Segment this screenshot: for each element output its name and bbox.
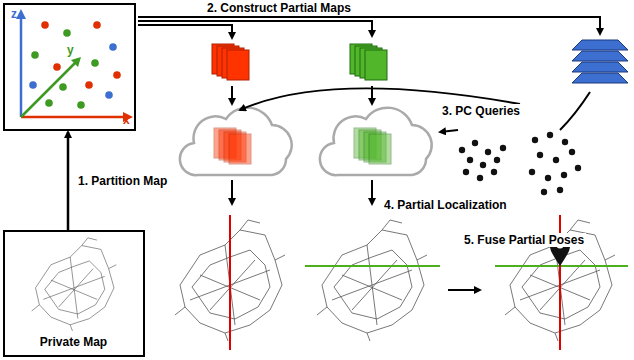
step-label: 4. Partial Localization (382, 198, 509, 212)
axis-label: y (67, 43, 74, 57)
step-label: 1. Partition Map (76, 174, 169, 188)
box-title: Private Map (40, 335, 107, 349)
connector-arrow (67, 132, 70, 230)
axes-plot (5, 5, 133, 128)
step-label: 5. Fuse Partial Poses (462, 233, 586, 247)
step-label: 2. Construct Partial Maps (205, 1, 353, 15)
axis-label: z (11, 7, 17, 21)
point-cloud-map-box: z y x (3, 3, 136, 131)
axis-label: x (123, 113, 130, 127)
step-label: 3. PC Queries (440, 104, 522, 118)
private-map-box: Private Map (3, 230, 145, 357)
